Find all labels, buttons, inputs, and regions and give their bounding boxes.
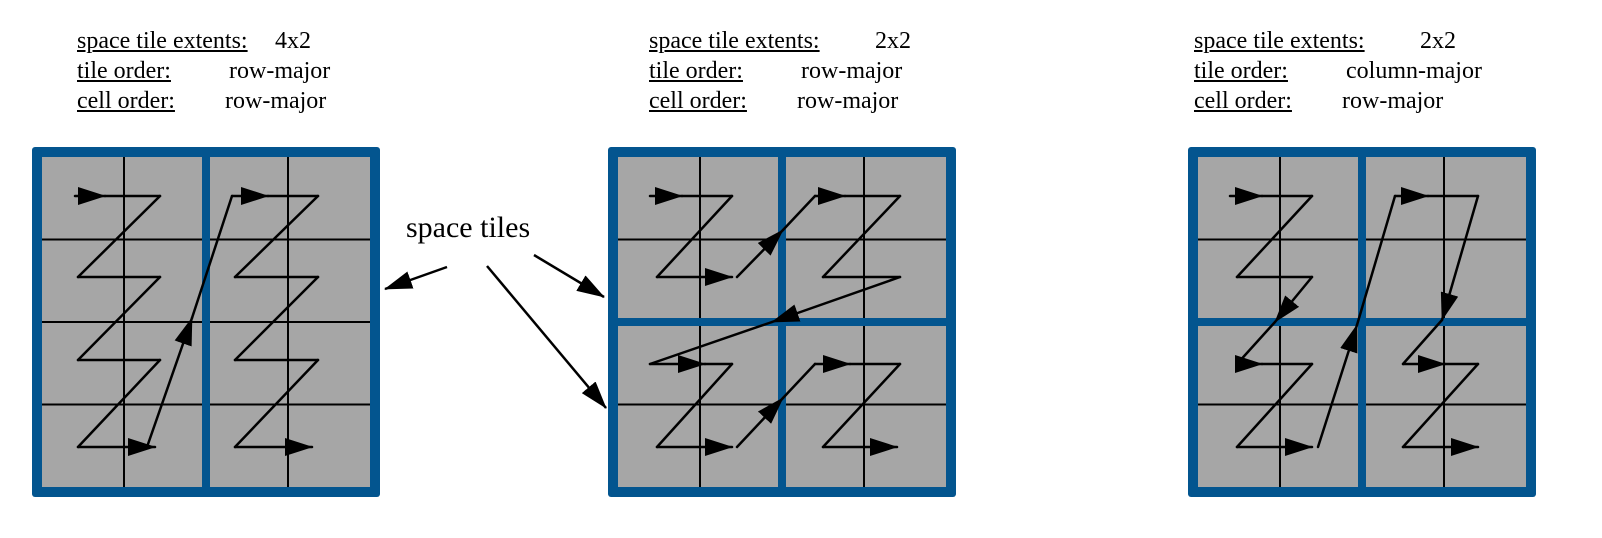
traversal-arrow (735, 228, 785, 279)
tile-order-value: column-major (1346, 58, 1482, 84)
tile-order-label: tile order: (1194, 58, 1288, 84)
traversal-path (1401, 318, 1444, 366)
traversal-path (233, 358, 320, 449)
tile-order-label: tile order: (649, 58, 743, 84)
traversal-path (821, 194, 902, 279)
traversal-path (1235, 194, 1314, 279)
tile-separator-horizontal (1198, 318, 1526, 326)
space-tile-extents-label: space tile extents: (649, 28, 820, 54)
tile-order-value: row-major (801, 58, 903, 84)
cell-order-label: cell order: (1194, 88, 1292, 114)
space-tiles-callout-arrow (533, 253, 605, 299)
traversal-path (1273, 275, 1314, 324)
cell-order-value: row-major (1342, 88, 1444, 114)
space-tile-extents-value: 2x2 (875, 28, 911, 54)
traversal-path (1401, 362, 1480, 449)
traversal-path (648, 320, 774, 366)
traversal-path (190, 194, 234, 320)
space-tile-extents-label: space tile extents: (1194, 28, 1365, 54)
space-tiles-callout-arrow (384, 265, 448, 291)
traversal-path (76, 358, 162, 449)
traversal-path (655, 362, 734, 449)
space-tile-extents-label: space tile extents: (77, 28, 248, 54)
cell-order-label: cell order: (649, 88, 747, 114)
space-tile-extents-value: 2x2 (1420, 28, 1456, 54)
traversal-path (1235, 362, 1314, 449)
traversal-path (76, 275, 162, 362)
traversal-arrow (735, 396, 785, 449)
traversal-arrow (1316, 323, 1359, 449)
space-tile-extents-value: 4x2 (275, 28, 311, 54)
traversal-path (233, 194, 320, 279)
tile-separator-vertical (202, 157, 210, 487)
traversal-path (76, 194, 162, 279)
traversal-path (770, 275, 902, 324)
traversal-path (233, 275, 320, 362)
traversal-path (781, 362, 817, 400)
tile-order-value: row-major (229, 58, 331, 84)
traversal-path (1440, 194, 1480, 322)
traversal-arrow (145, 316, 194, 449)
traversal-path (821, 362, 902, 449)
space-tiles-callout-label: space tiles (406, 211, 531, 244)
traversal-path (1355, 194, 1397, 327)
panel-1-grid (32, 147, 380, 497)
traversal-path (655, 194, 734, 279)
cell-order-value: row-major (225, 88, 327, 114)
tile-order-label: tile order: (77, 58, 171, 84)
cell-order-label: cell order: (77, 88, 175, 114)
space-tiles-callout-arrow (486, 265, 607, 409)
traversal-path (781, 194, 817, 232)
cell-order-value: row-major (797, 88, 899, 114)
